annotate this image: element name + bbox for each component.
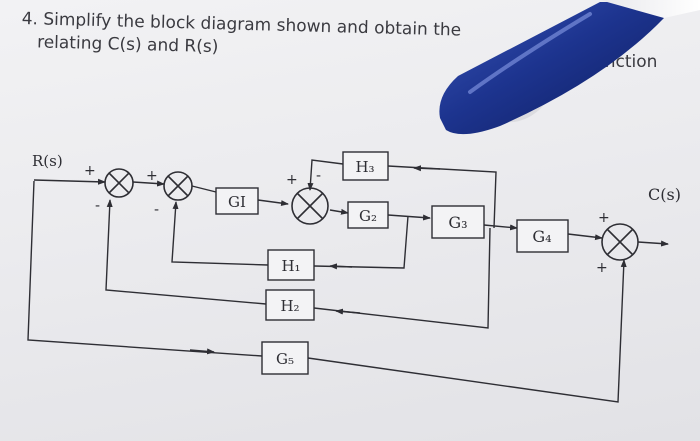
block-g5-label: G₅ <box>276 350 294 368</box>
input-label: R(s) <box>32 152 63 170</box>
block-g5 <box>261 341 309 375</box>
block-g4-label: G₄ <box>532 227 551 246</box>
sign-s2-top: + <box>146 168 158 184</box>
sign-s3-right: - <box>316 168 321 184</box>
block-g3 <box>431 205 485 239</box>
output-label: C(s) <box>648 185 681 204</box>
block-h1-label: H₁ <box>281 257 300 275</box>
block-h2 <box>265 289 315 321</box>
sign-s4-bottom: + <box>596 260 608 276</box>
block-g2-label: G₂ <box>359 207 377 225</box>
block-g4 <box>516 219 569 253</box>
sign-s4-top: + <box>598 210 610 226</box>
block-g1-label: GI <box>228 193 246 211</box>
sign-s2-bottom: - <box>154 202 159 218</box>
block-h3-label: H₃ <box>355 158 374 176</box>
block-h1 <box>267 249 315 281</box>
block-h2-label: H₂ <box>280 297 299 315</box>
summing-junction-1 <box>104 168 134 198</box>
summing-junction-2 <box>163 171 193 201</box>
block-g3-label: G₃ <box>448 213 467 232</box>
sign-s1-top: + <box>84 163 96 179</box>
sign-s3-top: + <box>286 172 298 188</box>
block-g2 <box>347 201 389 229</box>
summing-junction-4 <box>601 223 639 261</box>
block-g1 <box>215 187 259 215</box>
wire-output <box>637 240 669 247</box>
wire-input <box>33 178 106 185</box>
summing-junction-3 <box>291 187 329 225</box>
sign-s1-bottom: - <box>95 198 100 214</box>
block-h3 <box>342 151 389 181</box>
